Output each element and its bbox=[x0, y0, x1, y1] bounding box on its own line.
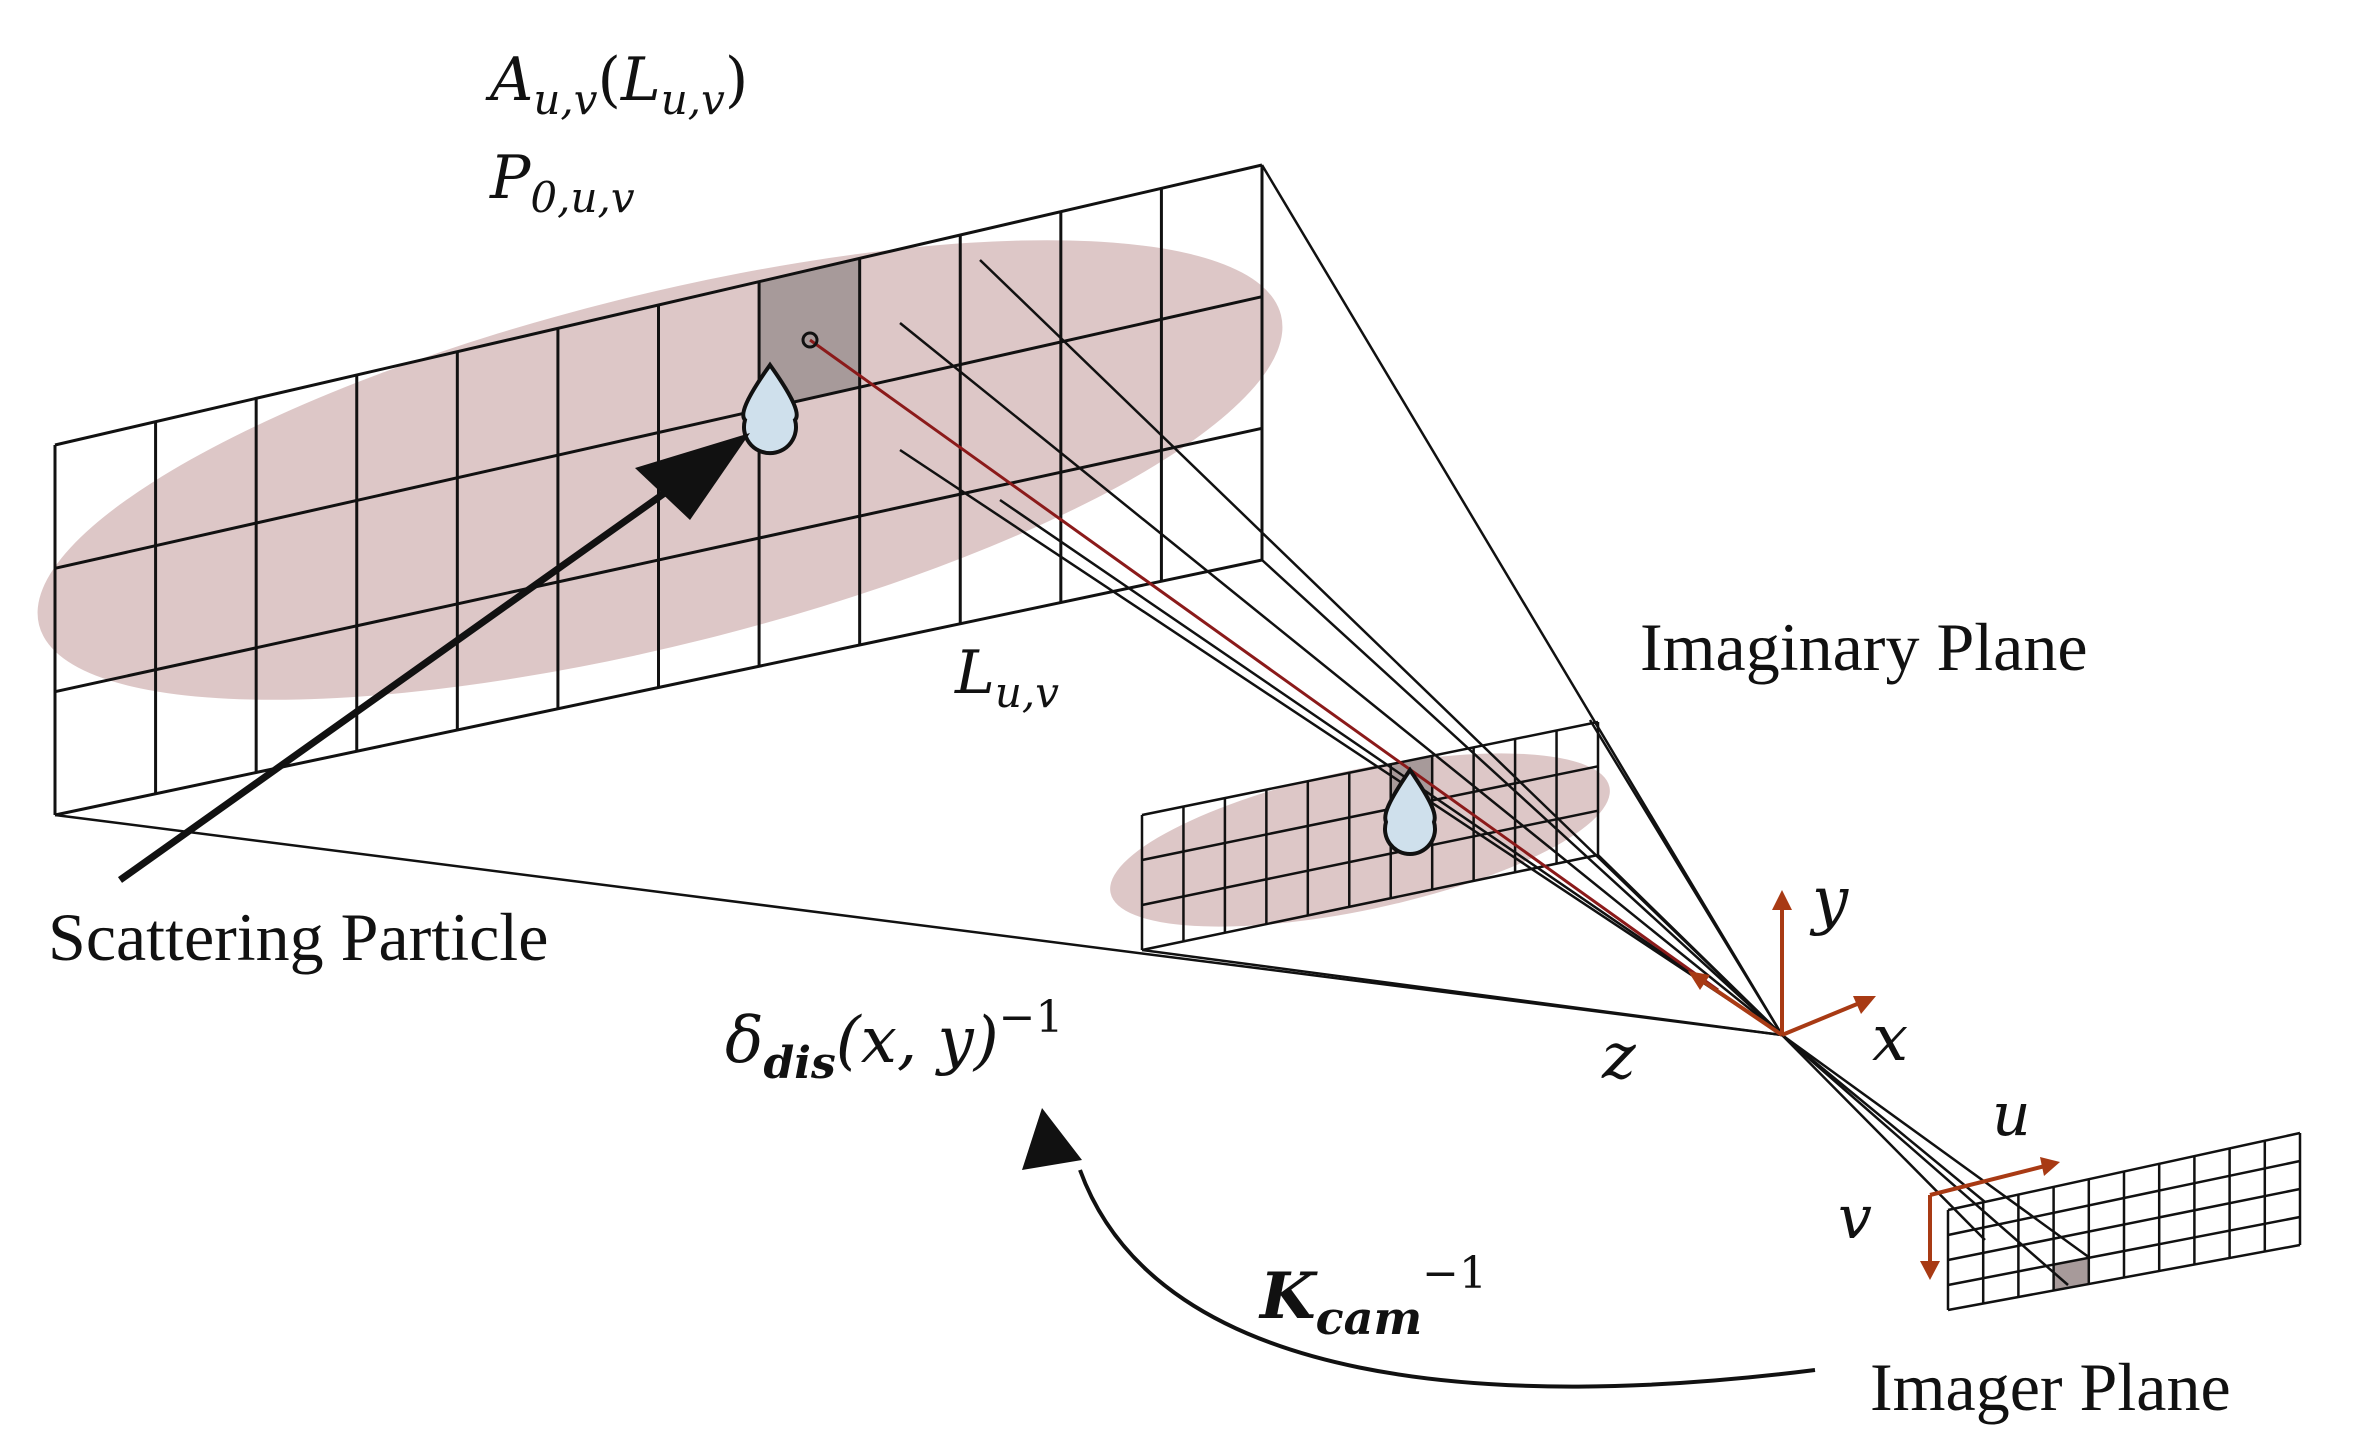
projection-ray bbox=[999, 498, 1783, 1037]
grid-row-line bbox=[1141, 765, 1599, 862]
projection-ray bbox=[979, 259, 1783, 1036]
axis-z-label: z bbox=[1601, 1020, 1637, 1094]
projection-ray bbox=[54, 813, 1783, 1037]
grid-row-line bbox=[1947, 1243, 2301, 1312]
projection-ray bbox=[1781, 1034, 2069, 1286]
grid-row-line bbox=[54, 163, 1263, 447]
projection-ray bbox=[1781, 1034, 1986, 1241]
projection-ray bbox=[1781, 1034, 1986, 1203]
camera-matrix-label: Kcam−1 bbox=[1258, 1248, 1487, 1345]
grid-row-line bbox=[1947, 1159, 2301, 1237]
grid-row-line bbox=[54, 426, 1263, 694]
scatter-ray bbox=[809, 338, 1719, 992]
inverse-camera-arrow bbox=[1022, 1108, 1816, 1389]
axis-y-label: y bbox=[1809, 864, 1849, 938]
projection-ray bbox=[899, 448, 1783, 1037]
axis-x-label: x bbox=[1872, 1002, 1908, 1076]
projection-ray bbox=[1141, 948, 1783, 1037]
grid-row-line bbox=[1947, 1215, 2301, 1287]
axis-v-label: v bbox=[1838, 1183, 1872, 1253]
projection-ray bbox=[1588, 719, 1784, 1036]
imager-plane-label: Imager Plane bbox=[1870, 1349, 2231, 1425]
distortion-label: δdis(x, y)−1 bbox=[725, 992, 1064, 1089]
scattering-particle-arrow bbox=[117, 433, 750, 883]
projection-ray bbox=[1261, 559, 1783, 1036]
axis-u-label: u bbox=[1992, 1080, 2031, 1150]
imager-axes bbox=[1920, 1157, 2060, 1280]
projection-ray bbox=[1260, 164, 1784, 1036]
grid-row-line bbox=[54, 295, 1263, 570]
amplitude-label: Au,v(Lu,v) bbox=[485, 45, 748, 124]
grid-row-line bbox=[54, 558, 1263, 817]
grid-row-line bbox=[1141, 720, 1599, 817]
imager-plane-grid bbox=[1946, 1131, 2302, 1312]
droplet-icon bbox=[741, 361, 799, 456]
imaginary-plane-label: Imaginary Plane bbox=[1640, 609, 2088, 685]
highlighted-pixel-cell bbox=[2053, 1257, 2089, 1291]
droplet-icon bbox=[1383, 766, 1437, 856]
projection-ray bbox=[1781, 1033, 2091, 1260]
initial-power-label: P0,u,v bbox=[489, 143, 635, 222]
ray-origin-point bbox=[801, 331, 819, 349]
camera-axes bbox=[1688, 890, 1876, 1037]
grid-row-line bbox=[1947, 1187, 2301, 1262]
scattering-particle-label: Scattering Particle bbox=[48, 899, 548, 975]
projection-rays bbox=[54, 164, 2091, 1286]
path-length-label: Lu,v bbox=[954, 638, 1059, 717]
projection-ray bbox=[899, 322, 1783, 1036]
grid-row-line bbox=[1141, 853, 1599, 952]
